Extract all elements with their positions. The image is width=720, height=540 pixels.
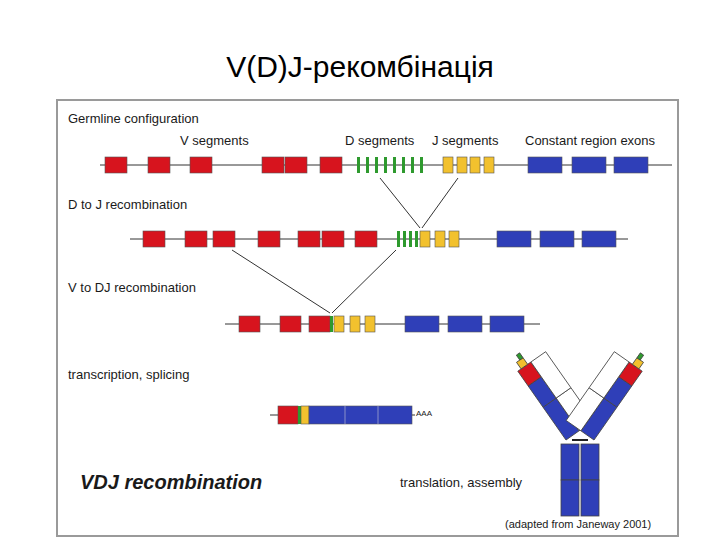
stage-label: transcription, splicing [68, 368, 189, 382]
v-segment [148, 157, 170, 173]
j-region [632, 358, 643, 369]
light-chain [589, 352, 629, 398]
j-segment [470, 157, 480, 173]
d-segment [393, 157, 396, 173]
v-segment [320, 157, 342, 173]
light-chain [531, 352, 571, 398]
constant-exon [490, 316, 524, 332]
v-segment [285, 157, 307, 173]
constant-exon [497, 231, 531, 247]
figure-heading: VDJ recombination [80, 471, 262, 493]
recombination-lines [232, 178, 458, 313]
d-to-j-line [422, 178, 458, 228]
fc-region [561, 480, 579, 516]
v-segment [355, 231, 377, 247]
j-segment [449, 231, 459, 247]
j-segment [350, 316, 360, 332]
v-segment [262, 157, 284, 173]
v-segment [298, 231, 320, 247]
segment-label: J segments [432, 134, 498, 148]
d-segment [384, 157, 387, 173]
d-segment [411, 157, 414, 173]
source-note: (adapted from Janeway 2001) [505, 518, 651, 530]
stage-label: D to J recombination [68, 198, 187, 212]
d-segment [375, 157, 378, 173]
v-segment [143, 231, 165, 247]
v-segment [185, 231, 207, 247]
d-segment [366, 157, 369, 173]
d-exon [298, 406, 301, 424]
antibody-arm [566, 340, 650, 440]
hinge [572, 439, 588, 441]
exon-divider [345, 406, 346, 424]
image-frame [57, 100, 678, 536]
j-segment [457, 157, 467, 173]
v-segment [258, 231, 280, 247]
d-region [516, 353, 523, 360]
j-segment [334, 316, 344, 332]
d-segment [420, 157, 423, 173]
exon-divider [378, 406, 379, 424]
mrna [270, 406, 415, 424]
polya-tail: AAA [416, 410, 432, 419]
fc-region [581, 480, 599, 516]
stage-label: V to DJ recombination [68, 281, 196, 295]
constant-exon [614, 157, 648, 173]
v-segment [190, 157, 212, 173]
gene-segments [100, 157, 672, 332]
constant-exons [309, 406, 412, 424]
constant-exon [528, 157, 562, 173]
d-segment [357, 157, 360, 173]
constant-exon [572, 157, 606, 173]
d-segment [397, 231, 400, 247]
segment-label: Constant region exons [525, 134, 655, 148]
stage-label: translation, assembly [400, 476, 522, 490]
constant-exon [448, 316, 482, 332]
j-segment [443, 157, 453, 173]
d-to-j-line [380, 178, 420, 228]
d-segment [415, 231, 418, 247]
j-segment [420, 231, 430, 247]
d-segment [403, 231, 406, 247]
v-segment [213, 231, 235, 247]
constant-exon [405, 316, 439, 332]
antibody [510, 340, 650, 516]
v-segment [322, 231, 344, 247]
v-to-dj-line [232, 250, 330, 313]
j-segment [484, 157, 494, 173]
v-segment [309, 316, 330, 332]
d-segment [402, 157, 405, 173]
constant-exon [540, 231, 574, 247]
d-segment [330, 316, 333, 332]
segment-label: D segments [345, 134, 414, 148]
fc-region [561, 444, 579, 480]
j-segment [435, 231, 445, 247]
j-region [517, 358, 528, 369]
d-region [637, 353, 644, 360]
segment-label: V segments [180, 134, 249, 148]
slide-title: V(D)J-рекомбінація [0, 50, 720, 83]
j-segment [365, 316, 375, 332]
v-segment [280, 316, 301, 332]
v-exon [278, 406, 298, 424]
fc-region [581, 444, 599, 480]
j-exon [301, 406, 309, 424]
v-segment [105, 157, 127, 173]
constant-exon [582, 231, 616, 247]
v-to-dj-line [332, 250, 396, 313]
stage-label: Germline configuration [68, 112, 199, 126]
v-segment [239, 316, 260, 332]
d-segment [409, 231, 412, 247]
